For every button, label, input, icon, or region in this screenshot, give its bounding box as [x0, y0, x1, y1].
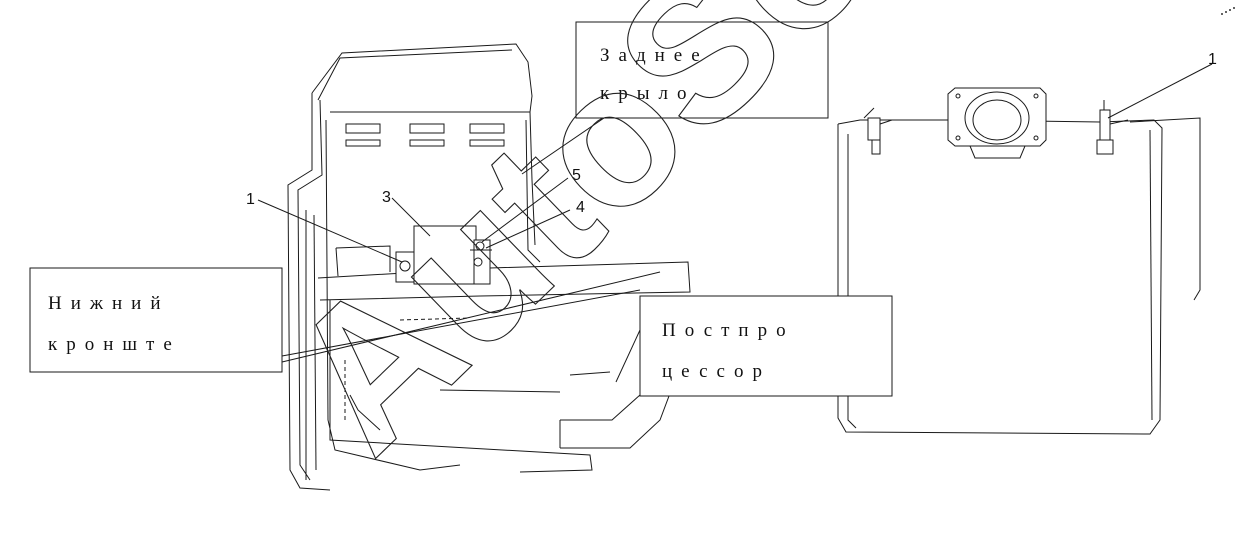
callout-post-processor-line2: цессор — [662, 361, 771, 382]
part-number-1-right: 1 — [1208, 51, 1217, 68]
callout-rear-fender-line1: Заднее — [600, 45, 709, 66]
lower-bracket-module — [395, 225, 492, 285]
fuel-tank — [837, 87, 1201, 435]
callout-lower-bracket-line1: Нижний — [48, 293, 170, 314]
tank-sensor-right — [1096, 100, 1129, 155]
part-number-4: 4 — [576, 199, 585, 216]
corner-mark — [1221, 7, 1235, 15]
tank-sensor-left — [863, 107, 893, 155]
tank-filler-flange — [947, 87, 1047, 159]
callout-post-processor-line1: Постпро — [662, 320, 795, 341]
watermark-text: AutoSoft — [247, 0, 1009, 493]
callout-rear-fender: Заднее крыло — [575, 21, 829, 119]
part-number-3: 3 — [382, 189, 391, 206]
autosoft-watermark: AutoSoft — [246, 0, 1009, 493]
part-number-5: 5 — [572, 167, 581, 184]
callout-lower-bracket-line2: кронште — [48, 334, 181, 355]
part-number-1-left: 1 — [246, 191, 255, 208]
callout-lower-bracket: Нижний кронште — [29, 267, 283, 373]
rear-fender-assembly — [287, 43, 611, 491]
part-number-labels: 1 3 5 4 1 — [246, 51, 1217, 216]
callout-rear-fender-line2: крыло — [600, 83, 695, 104]
callout-post-processor: Постпро цессор — [639, 295, 893, 397]
fender-vent-slots — [345, 123, 505, 147]
leader-lines — [257, 63, 1213, 383]
